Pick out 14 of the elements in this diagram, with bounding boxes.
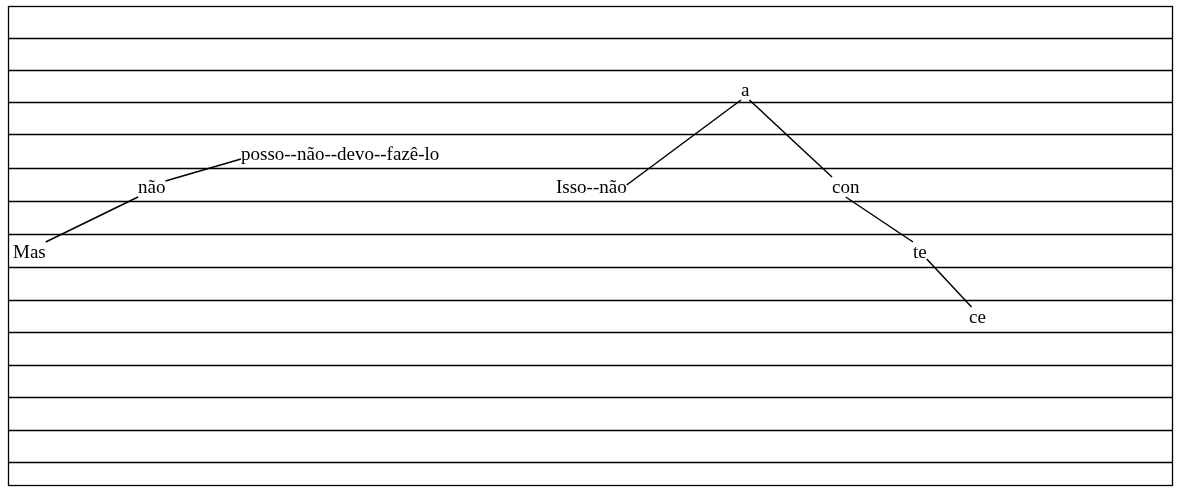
- word-text: a: [741, 80, 750, 100]
- word-text: ce: [969, 307, 986, 327]
- word-text: con: [832, 177, 860, 197]
- connector-line: [925, 258, 973, 308]
- word-text: Isso--não: [556, 177, 627, 197]
- connector-line: [844, 196, 914, 243]
- word-text: não: [138, 177, 166, 197]
- word-text: Mas: [13, 242, 46, 262]
- word-text: te: [913, 242, 927, 262]
- word-text: posso--não--devo--fazê-lo: [241, 144, 440, 164]
- connector-line: [164, 158, 242, 182]
- connector-line: [625, 99, 742, 186]
- connector-line: [45, 196, 139, 243]
- connector-line: [748, 99, 833, 178]
